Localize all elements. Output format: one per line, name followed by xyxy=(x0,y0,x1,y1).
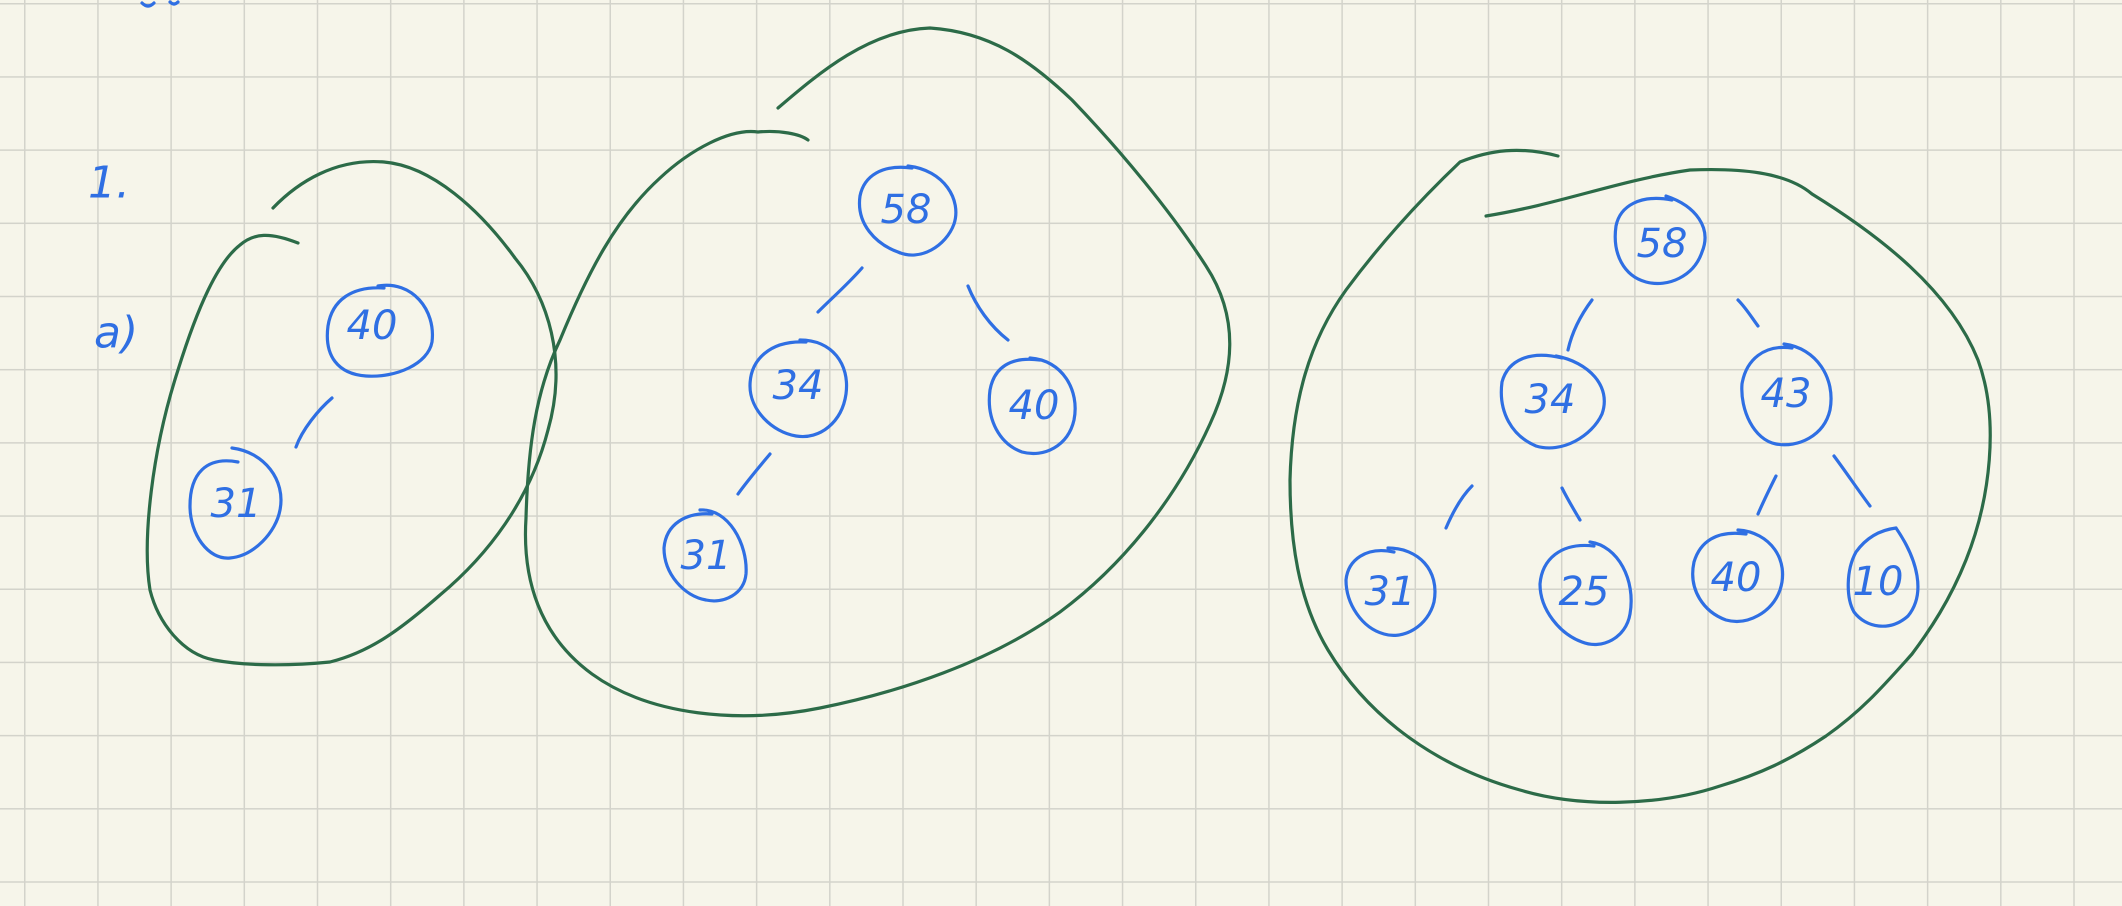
tree-2-node-58-label: 58 xyxy=(881,187,932,233)
tree-3-node-34: 34 xyxy=(1499,353,1606,450)
tree-3-edge-58-34 xyxy=(1566,298,1594,352)
tree-2-node-34: 34 xyxy=(748,338,849,439)
tree-1-node-31-label: 31 xyxy=(211,481,262,527)
tree-1-node-40-circle xyxy=(325,283,435,378)
tree-3-edge-43-10 xyxy=(1832,454,1872,508)
tree-3-node-10-label: 10 xyxy=(1853,559,1904,605)
tree-2-node-34-circle xyxy=(748,338,849,439)
tree-2-node-31-label: 31 xyxy=(681,533,732,579)
tree-3-node-34-circle xyxy=(1499,353,1606,450)
tree-3-node-25-label: 25 xyxy=(1559,569,1610,615)
tree-3: 58 34 43 31 25 40 10 xyxy=(1288,148,1992,804)
tree-3-node-43: 43 xyxy=(1740,342,1833,447)
tree-2-edge-58-34 xyxy=(816,266,864,314)
cutoff-writing-stroke xyxy=(140,0,180,8)
tree-1: 40 31 xyxy=(145,159,558,667)
tree-2-enclosure xyxy=(523,26,1232,718)
tree-2: 58 34 40 31 xyxy=(523,26,1232,718)
tree-2-edge-34-31 xyxy=(736,452,772,496)
tree-3-enclosure xyxy=(1288,148,1992,804)
tree-2-node-58-circle xyxy=(857,164,958,257)
tree-2-node-40-label: 40 xyxy=(1009,383,1060,429)
tree-3-edge-43-40 xyxy=(1756,474,1778,516)
tree-1-node-40-label: 40 xyxy=(347,303,398,349)
problem-number: 1. xyxy=(88,158,130,209)
tree-2-node-34-label: 34 xyxy=(773,363,824,409)
tree-3-node-31-label: 31 xyxy=(1365,569,1416,615)
tree-3-node-25: 25 xyxy=(1538,540,1633,647)
tree-1-edge-40-31 xyxy=(294,396,334,449)
tree-1-node-31: 31 xyxy=(188,446,283,560)
tree-3-node-58-circle xyxy=(1613,194,1707,285)
tree-1-node-40: 40 xyxy=(325,283,435,378)
tree-3-node-31: 31 xyxy=(1344,546,1437,637)
tree-2-node-31-circle xyxy=(662,508,748,603)
tree-2-node-58: 58 xyxy=(857,164,958,257)
part-label: a) xyxy=(94,308,138,359)
tree-3-node-43-circle xyxy=(1740,342,1833,447)
tree-3-edge-34-31 xyxy=(1444,484,1474,530)
tree-2-node-40-circle xyxy=(987,356,1077,455)
tree-2-node-40: 40 xyxy=(987,356,1077,455)
tree-3-node-43-label: 43 xyxy=(1761,371,1812,417)
tree-3-edge-58-43 xyxy=(1736,298,1760,328)
tree-3-node-10: 10 xyxy=(1846,526,1920,628)
tree-3-node-25-circle xyxy=(1538,540,1633,647)
tree-3-node-40-circle xyxy=(1691,528,1785,623)
tree-3-node-58-label: 58 xyxy=(1637,221,1688,267)
tree-2-node-31: 31 xyxy=(662,508,748,603)
tree-3-node-58: 58 xyxy=(1613,194,1707,285)
tree-1-enclosure xyxy=(145,159,558,667)
tree-3-node-10-circle xyxy=(1846,526,1920,628)
tree-1-node-31-circle xyxy=(188,446,283,560)
tree-3-node-40-label: 40 xyxy=(1711,555,1762,601)
tree-3-node-34-label: 34 xyxy=(1525,377,1576,423)
tree-2-edge-58-40 xyxy=(966,284,1010,342)
tree-3-node-40: 40 xyxy=(1691,528,1785,623)
tree-3-edge-34-25 xyxy=(1560,486,1582,522)
tree-3-node-31-circle xyxy=(1344,546,1437,637)
